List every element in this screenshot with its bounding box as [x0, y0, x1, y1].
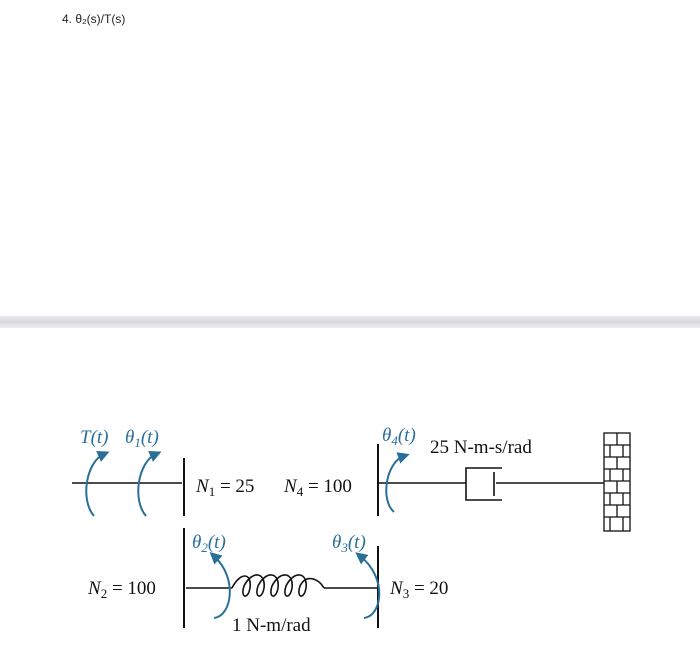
section-divider	[0, 316, 700, 328]
n1-label: N1 = 25	[195, 476, 254, 499]
theta3-label: θ3(t)	[332, 532, 366, 555]
damper-label: 25 N-m-s/rad	[430, 437, 532, 458]
n4-label: N4 = 100	[283, 476, 352, 499]
theta2-arrow-icon	[209, 551, 231, 619]
theta4-label: θ4(t)	[382, 425, 416, 448]
torque-label: T(t)	[80, 427, 109, 448]
theta3-arrow-icon	[355, 552, 381, 619]
spring-coil	[231, 574, 325, 597]
n3-label: N3 = 20	[389, 578, 448, 601]
n2-label: N2 = 100	[87, 578, 156, 601]
theta4-arrow-icon	[385, 452, 410, 513]
question-text: 4. θ₂(s)/T(s)	[62, 12, 126, 26]
theta1-arrow-icon	[137, 450, 162, 517]
theta2-label: θ2(t)	[192, 532, 226, 555]
theta1-label: θ1(t)	[125, 427, 159, 450]
damper-cylinder	[465, 467, 502, 501]
fixed-wall	[603, 432, 631, 532]
spring-label: 1 N-m/rad	[232, 615, 311, 636]
torque-arrow-icon	[85, 450, 110, 517]
